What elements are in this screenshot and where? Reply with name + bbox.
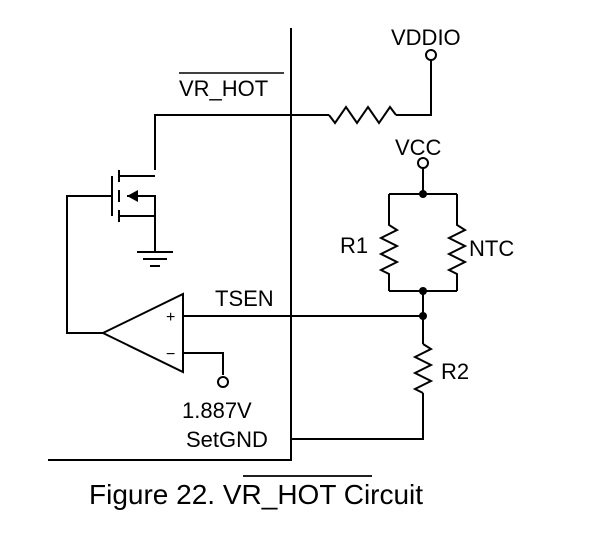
label-vcc: VCC	[395, 135, 442, 160]
label-vddio: VDDIO	[391, 25, 461, 50]
junction-tsen	[419, 312, 427, 320]
ntc-resistor	[446, 194, 468, 291]
label-vr-hot: VR_HOT	[179, 76, 268, 101]
ground-symbol	[137, 251, 173, 267]
vref-terminal	[217, 376, 229, 388]
r1-resistor	[378, 194, 400, 291]
setgnd-wire	[291, 393, 424, 440]
pullup-resistor	[328, 105, 397, 125]
label-setgnd: SetGND	[186, 427, 268, 452]
chip-boundary	[48, 28, 292, 461]
label-tsen: TSEN	[215, 286, 274, 311]
caption-prefix: Figure 22.	[89, 479, 223, 510]
label-vref: 1.887V	[182, 398, 252, 423]
label-r1: R1	[340, 233, 368, 258]
mosfet-source	[119, 195, 156, 217]
junction-vcc	[419, 190, 427, 198]
label-r2: R2	[441, 359, 469, 384]
gate-drive-wire	[66, 195, 112, 334]
vddio-terminal	[425, 49, 437, 61]
label-ntc: NTC	[469, 236, 514, 261]
r2-resistor	[412, 343, 434, 394]
vref-wire	[183, 352, 224, 375]
label-minus: −	[166, 346, 175, 363]
label-plus: +	[166, 309, 175, 326]
vr-hot-wire	[154, 114, 329, 170]
mosfet-arrow	[127, 190, 138, 202]
figure-caption: Figure 22. VR_HOT Circuit	[89, 479, 423, 510]
caption-signal: VR_HOT	[223, 479, 336, 510]
comparator-triangle	[100, 292, 184, 374]
caption-suffix: Circuit	[336, 479, 423, 510]
junction-thermistor	[419, 287, 427, 295]
vddio-wire	[396, 60, 432, 116]
